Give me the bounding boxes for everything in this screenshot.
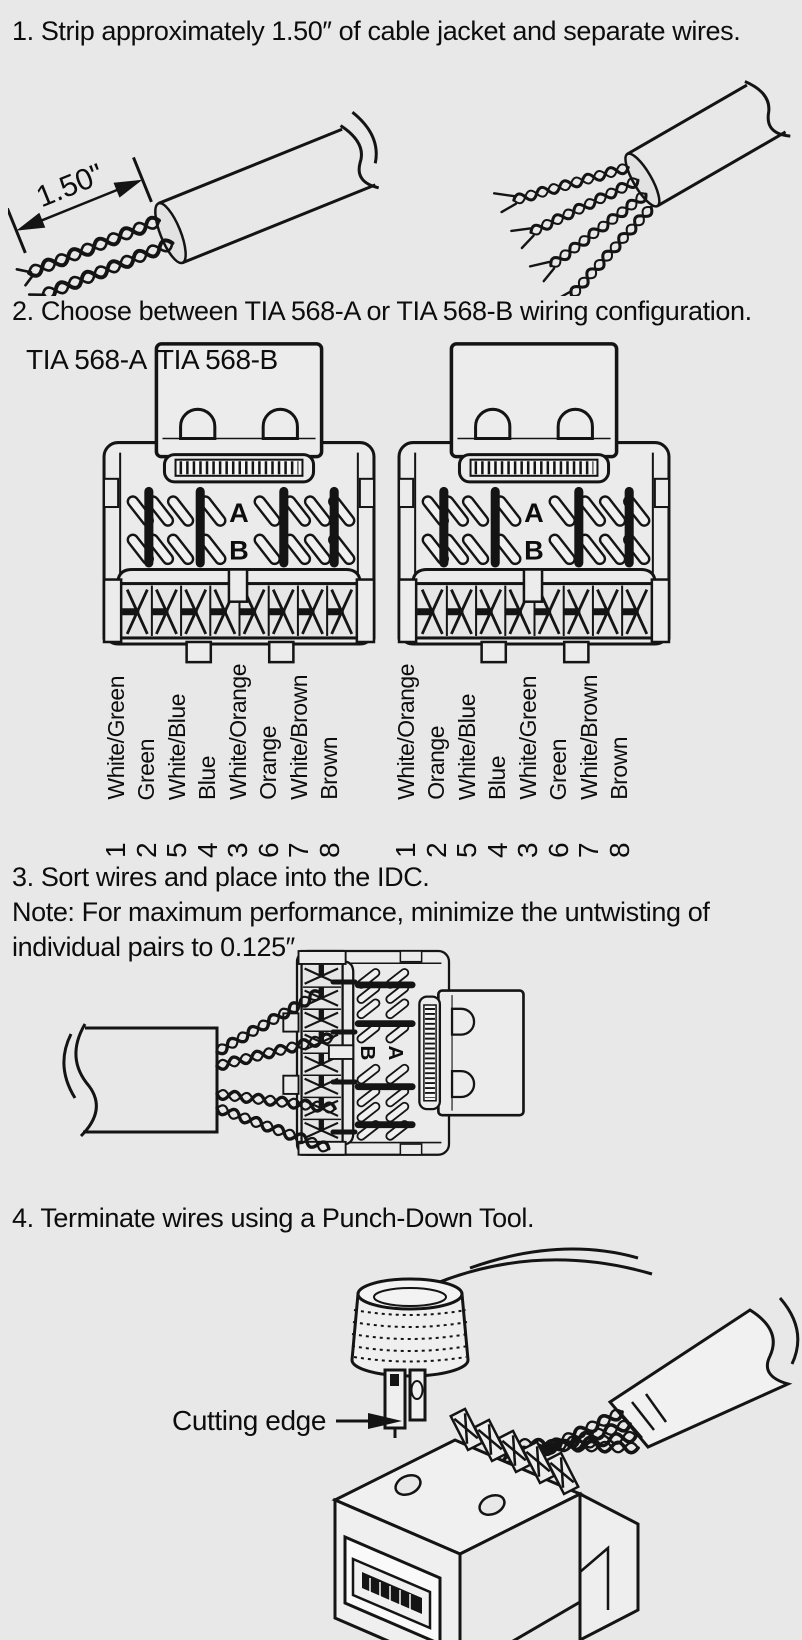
cable-jacket [154,110,380,265]
jack-diagram-568b [395,341,673,667]
pin-number: 7 [283,842,315,858]
pin-number: 4 [191,842,223,858]
pin-number: 2 [130,842,162,858]
wire-color-label: White/Blue [163,693,190,800]
tia-568a-label: TIA 568-A [26,344,147,375]
cable-jacket [624,80,791,208]
wire-color-label: Green [545,738,572,800]
wire-labels-568b: White/Orange Orange White/Blue Blue Whit… [390,656,639,858]
cutting-edge-label: Cutting edge [172,1405,326,1436]
wire-color-label: White/Brown [285,675,312,800]
keystone-jack-3d [331,1407,640,1640]
wire-color-label: White/Green [102,676,129,800]
step1-separated-wires-figure [492,80,791,296]
separated-twisted-pairs [492,161,657,296]
step3-title: 3. Sort wires and place into the IDC. [12,862,430,892]
twisted-pairs [212,979,358,1155]
wire-color-row: White/Green Green White/Blue Blue White/… [101,656,349,800]
step1-title: 1. Strip approximately 1.50″ of cable ja… [12,16,741,46]
wire-color-label: White/Orange [392,664,419,800]
pin-number: 1 [390,842,422,858]
wire-color-label: Orange [255,726,282,800]
step2-title: 2. Choose between TIA 568-A or TIA 568-B… [12,296,752,326]
cable-jacket [62,1023,219,1138]
cutting-edge-callout: Cutting edge [172,1405,402,1436]
wire-color-row: White/Orange Orange White/Blue Blue Whit… [391,656,639,800]
callout-arrow [368,1413,402,1429]
configuration-labels: TIA 568-A TIA 568-B [26,344,288,376]
pin-number-row: 1 2 5 4 3 6 7 8 [390,812,639,858]
wire-color-label: White/Green [514,676,541,800]
pin-number: 5 [451,842,483,858]
jack-diagram-568a [100,341,378,667]
tia-568b-label: TIA 568-B [156,344,278,375]
twisted-pairs [15,213,177,296]
pin-number: 8 [603,842,635,858]
punch-down-tool [350,1277,470,1438]
pin-number: 6 [542,842,574,858]
idc-towers [449,1407,580,1496]
wire-color-label: White/Orange [224,664,251,800]
pin-number: 3 [222,842,254,858]
step3-note-line1: Note: For maximum performance, minimize … [12,897,710,927]
wire-color-label: White/Brown [575,675,602,800]
wire-color-label: Blue [484,755,511,800]
step4-title: 4. Terminate wires using a Punch-Down To… [12,1203,535,1233]
jack-side-view [283,951,523,1155]
cable-jacket [607,1297,800,1449]
wire-color-label: Blue [194,755,221,800]
pin-number: 4 [481,842,513,858]
pin-number: 2 [420,842,452,858]
pin-number: 5 [161,842,193,858]
pin-number: 1 [100,842,132,858]
step1-stripped-cable-figure: 1.50" [8,110,380,296]
step4-punchdown-figure: Cutting edge [172,1247,800,1640]
wire-color-label: Green [133,738,160,800]
pin-number: 8 [313,842,345,858]
wire-color-label: Orange [423,726,450,800]
wire-color-label: Brown [606,737,633,800]
step3-note-line2: individual pairs to 0.125″ [12,932,295,962]
pin-number-row: 1 2 5 4 3 6 7 8 [100,812,349,858]
pin-number: 7 [573,842,605,858]
step3-idc-figure [62,940,560,1202]
wire-color-label: Brown [316,737,343,800]
pin-number: 3 [512,842,544,858]
wire-color-label: White/Blue [453,693,480,800]
pin-number: 6 [252,842,284,858]
wire-labels-568a: White/Green Green White/Blue Blue White/… [100,656,349,858]
strip-length-label: 1.50" [32,158,108,214]
finger-outline [424,1247,653,1290]
